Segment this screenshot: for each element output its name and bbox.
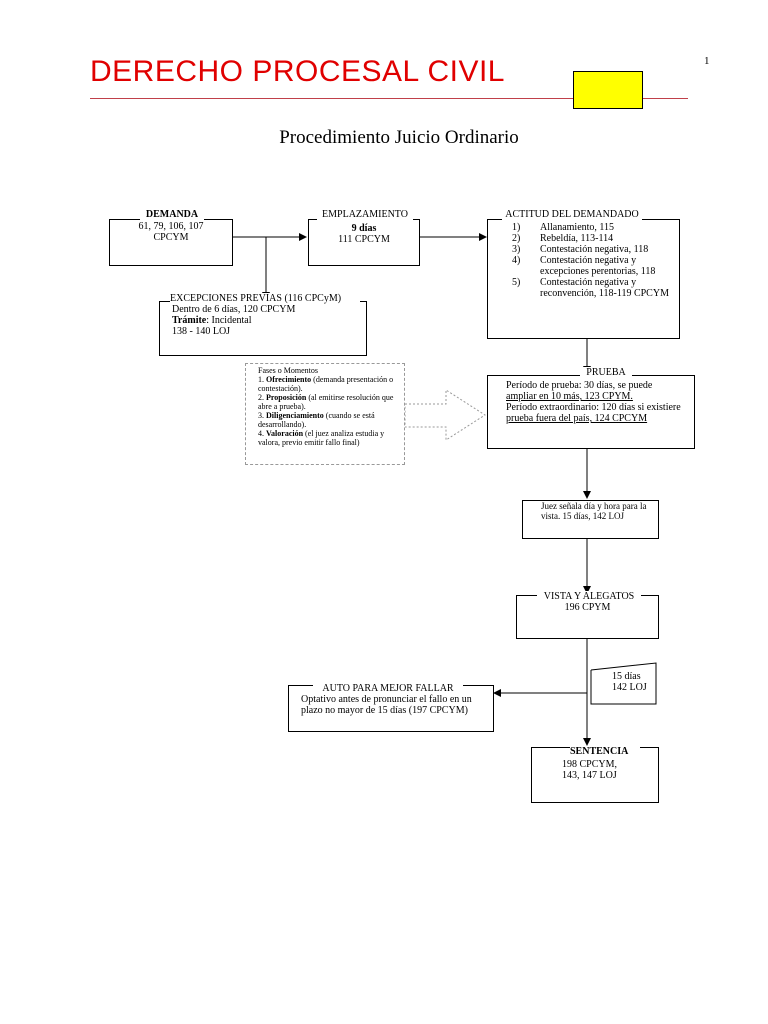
list-item: 2. Proposición (al emitirse resolución q…	[258, 393, 394, 411]
list-item: 4. Valoración (el juez analiza estudia y…	[258, 429, 385, 447]
actitud-box: ACTITUD DEL DEMANDADO 1)Allanamiento, 11…	[487, 209, 680, 339]
excepciones-plazo: Dentro de 6 días, 120 CPCYM	[172, 304, 296, 315]
sentencia-box: SENTENCIA 198 CPCYM, 143, 147 LOJ	[531, 746, 659, 803]
diagram-subtitle: Procedimiento Juicio Ordinario	[279, 127, 519, 148]
list-item: 4)Contestación negativa y excepciones pe…	[512, 255, 656, 277]
auto-line1: Optativo antes de pronunciar el fallo en…	[301, 694, 472, 705]
prueba-extranjero: prueba fuera del país, 124 CPCYM	[506, 413, 648, 424]
fases-box: Fases o Momentos 1. Ofrecimiento (demand…	[245, 363, 405, 465]
highlight-box	[573, 71, 643, 109]
demanda-articles: 61, 79, 106, 107	[138, 221, 204, 232]
prueba-box: PRUEBA Período de prueba: 30 días, se pu…	[487, 367, 695, 449]
vista-title: VISTA Y ALEGATOS	[537, 591, 641, 602]
prueba-ampliacion: ampliar en 10 más, 123 CPYM.	[506, 391, 633, 402]
demanda-title: DEMANDA	[140, 209, 204, 220]
document-title: DERECHO PROCESAL CIVIL	[90, 55, 505, 88]
list-item: 2)Rebeldía, 113-114	[512, 233, 614, 244]
title-divider	[90, 98, 688, 99]
sentencia-code: 198 CPCYM,	[562, 759, 618, 770]
emplazamiento-title: EMPLAZAMIENTO	[317, 209, 413, 220]
demanda-box: DEMANDA 61, 79, 106, 107 CPCYM	[109, 209, 233, 266]
list-item: 5)Contestación negativa y reconvención, …	[512, 277, 669, 299]
excepciones-loj: 138 - 140 LOJ	[172, 326, 231, 337]
plazo-loj: 142 LOJ	[612, 682, 647, 693]
fases-block-arrow	[404, 389, 486, 441]
list-item: 1. Ofrecimiento (demanda presentación o …	[258, 375, 394, 393]
excepciones-box: EXCEPCIONES PREVIAS (116 CPCyM) Dentro d…	[159, 293, 367, 356]
list-item: 3. Diligenciamiento (cuando se está desa…	[258, 411, 375, 429]
plazo-days: 15 días	[612, 671, 641, 682]
page-number: 1	[704, 55, 710, 67]
prueba-title: PRUEBA	[580, 367, 632, 378]
list-item: 3)Contestación negativa, 118	[512, 244, 649, 255]
prueba-periodo: Período de prueba: 30 días, se puede	[506, 380, 653, 391]
prueba-extraordinario: Período extraordinario: 120 días si exis…	[506, 402, 681, 413]
juez-line2: vista. 15 días, 142 LOJ	[541, 511, 624, 521]
sentencia-title: SENTENCIA	[570, 746, 640, 757]
excepciones-tramite: Trámite: Incidental	[172, 315, 252, 326]
excepciones-title: EXCEPCIONES PREVIAS (116 CPCyM)	[170, 293, 360, 304]
plazo-label: 15 días 142 LOJ	[612, 671, 656, 693]
emplazamiento-code: 111 CPCYM	[338, 234, 390, 245]
emplazamiento-days: 9 días	[351, 223, 377, 234]
actitud-title: ACTITUD DEL DEMANDADO	[502, 209, 642, 220]
auto-line2: plazo no mayor de 15 días (197 CPCYM)	[301, 705, 468, 716]
juez-box: Juez señala día y hora para la vista. 15…	[522, 500, 659, 539]
juez-line1: Juez señala día y hora para la	[541, 501, 647, 511]
auto-title: AUTO PARA MEJOR FALLAR	[313, 683, 463, 694]
emplazamiento-box: EMPLAZAMIENTO 9 días 111 CPCYM	[308, 209, 420, 266]
plazo-box-outline	[590, 662, 657, 705]
demanda-code: CPCYM	[153, 232, 189, 243]
list-item: 1)Allanamiento, 115	[512, 222, 615, 233]
auto-box: AUTO PARA MEJOR FALLAR Optativo antes de…	[288, 683, 494, 732]
vista-box: VISTA Y ALEGATOS 196 CPYM	[516, 591, 659, 639]
fases-title: Fases o Momentos	[258, 366, 318, 375]
actitud-list: 1)Allanamiento, 115 2)Rebeldía, 113-114 …	[512, 222, 673, 299]
sentencia-loj: 143, 147 LOJ	[562, 770, 617, 781]
vista-code: 196 CPYM	[564, 602, 611, 613]
